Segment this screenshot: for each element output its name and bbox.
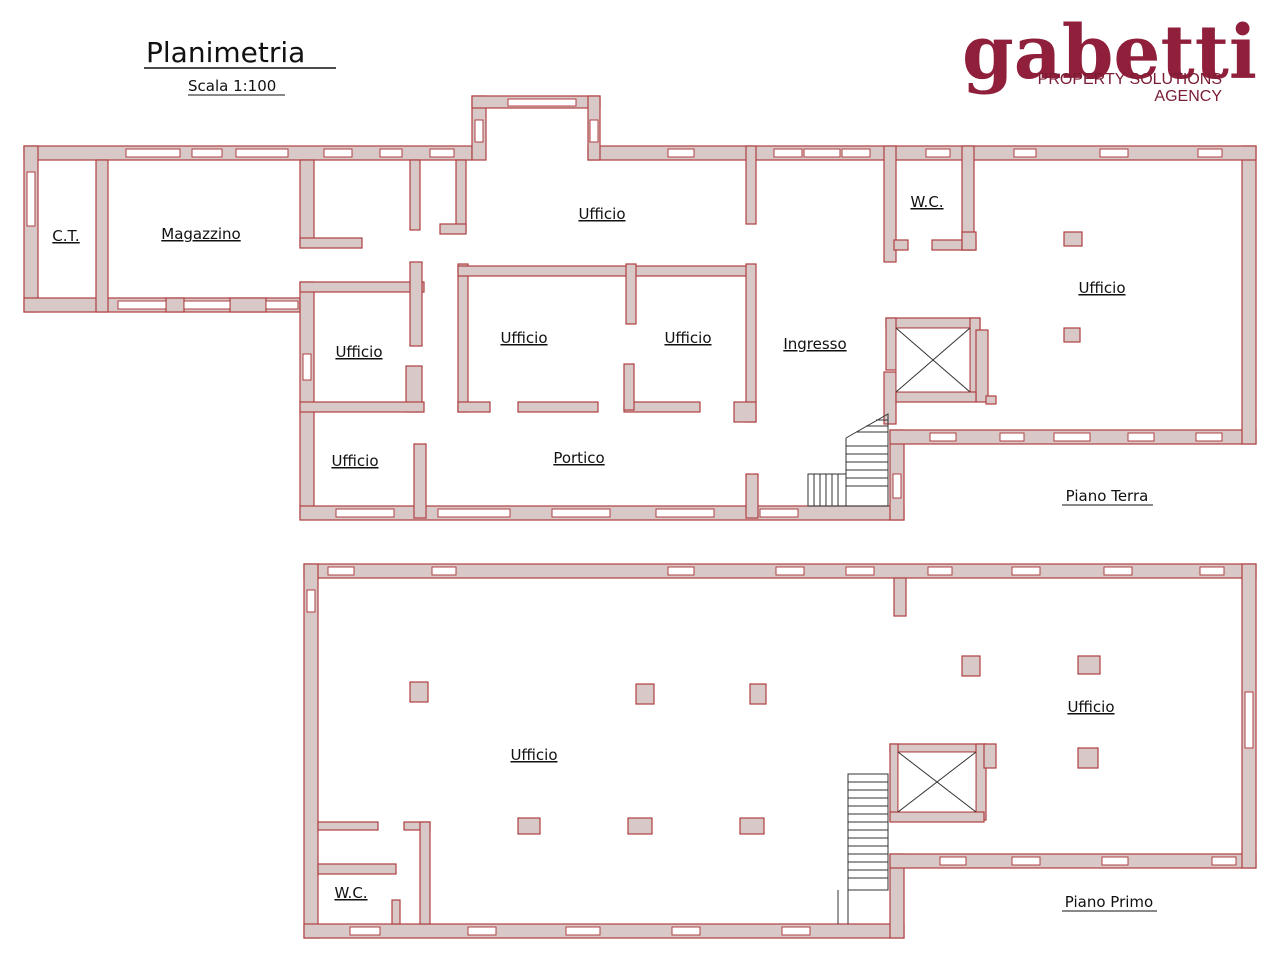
room-label-ufficio: Ufficio [510, 746, 557, 764]
logo-line2: AGENCY [1154, 88, 1222, 105]
room-label-ufficio: Ufficio [500, 329, 547, 347]
logo-brand: gabetti [962, 10, 1257, 96]
gabetti-logo: gabetti PROPERTY SOLUTIONS AGENCY [962, 10, 1257, 105]
floor-label-first: Piano Primo [1065, 893, 1153, 911]
room-label-magazzino: Magazzino [161, 225, 240, 243]
room-label-ufficio: Ufficio [578, 205, 625, 223]
first-floor-plan: Ufficio Ufficio W.C. Piano Primo [303, 563, 1257, 939]
room-label-ufficio: Ufficio [331, 452, 378, 470]
floor-label-ground: Piano Terra [1066, 487, 1149, 505]
room-label-ufficio: Ufficio [1078, 279, 1125, 297]
room-label-wc: W.C. [334, 884, 367, 902]
plan-scale: Scala 1:100 [188, 77, 276, 95]
room-label-ufficio: Ufficio [664, 329, 711, 347]
room-label-ingresso: Ingresso [783, 335, 846, 353]
logo-line1: PROPERTY SOLUTIONS [1038, 71, 1222, 88]
room-label-ct: C.T. [52, 227, 79, 245]
room-label-ufficio: Ufficio [335, 343, 382, 361]
plan-title: Planimetria [146, 36, 305, 69]
room-label-portico: Portico [553, 449, 604, 467]
room-label-wc: W.C. [910, 193, 943, 211]
room-label-ufficio: Ufficio [1067, 698, 1114, 716]
ground-floor-plan: C.T. Magazzino Ufficio W.C. Ufficio Uffi… [23, 95, 1257, 521]
